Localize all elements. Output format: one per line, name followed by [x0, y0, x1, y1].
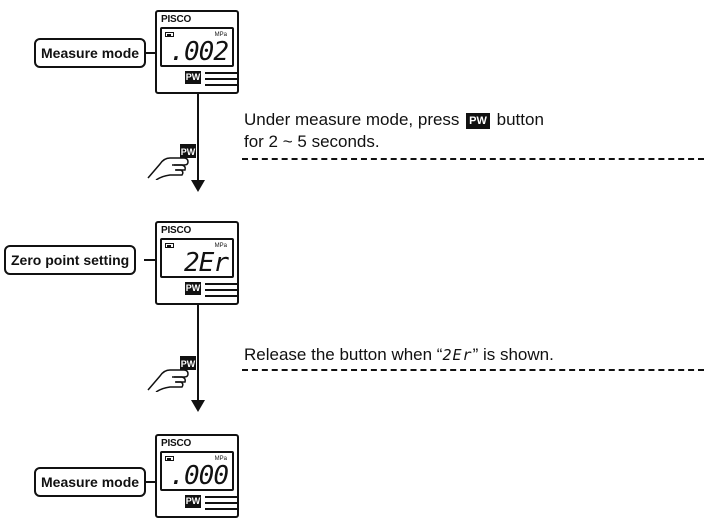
- brand-logo: PISCO: [161, 225, 192, 236]
- grip-stripe: [205, 507, 239, 510]
- lcd-display: MPa .000: [160, 451, 234, 491]
- unit-label: MPa: [214, 32, 227, 38]
- lcd-display: MPa .002: [160, 27, 234, 67]
- brand-logo: PISCO: [161, 438, 192, 449]
- flow-arrow: [197, 305, 199, 401]
- instruction-step2: Release the button when “2Er” is shown.: [244, 344, 554, 366]
- pressure-gauge-device: PISCO MPa .000 PW: [155, 434, 239, 518]
- pw-button[interactable]: PW: [185, 282, 201, 295]
- pressure-gauge-device: PISCO MPa .002 PW: [155, 10, 239, 94]
- pw-button[interactable]: PW: [185, 71, 201, 84]
- instruction-step1: Under measure mode, press PW button for …: [244, 109, 544, 153]
- flow-arrow: [197, 94, 199, 182]
- grip-stripe: [205, 288, 239, 291]
- unit-label: MPa: [214, 456, 227, 462]
- svg-text:PW: PW: [181, 147, 196, 157]
- lcd-display: MPa 2Er: [160, 238, 234, 278]
- lcd-readout: .002: [169, 37, 229, 67]
- measure-mode-label: Measure mode: [34, 38, 147, 68]
- pressure-gauge-device: PISCO MPa 2Er PW: [155, 221, 239, 305]
- instruction-text: for 2 ~ 5 seconds.: [244, 132, 380, 151]
- grip-stripe: [205, 71, 239, 74]
- battery-icon: [165, 243, 174, 248]
- pressing-hand-icon: PW: [147, 144, 196, 180]
- instruction-text: button: [496, 110, 544, 129]
- label-connector: [145, 481, 157, 483]
- arrow-head-icon: [191, 180, 205, 192]
- grip-stripe: [205, 77, 239, 80]
- grip-stripe: [205, 495, 239, 498]
- label-connector: [145, 52, 157, 54]
- grip-stripe: [205, 282, 239, 285]
- zer-code: 2Er: [442, 346, 473, 364]
- grip-stripe: [205, 501, 239, 504]
- battery-icon: [165, 32, 174, 37]
- instruction-text: Under measure mode, press: [244, 110, 460, 129]
- instruction-text: Release the button when “: [244, 345, 443, 364]
- dashed-divider: [242, 369, 704, 371]
- instruction-text: ” is shown.: [472, 345, 554, 364]
- brand-logo: PISCO: [161, 14, 192, 25]
- label-connector: [144, 259, 157, 261]
- arrow-head-icon: [191, 400, 205, 412]
- zero-point-setting-label: Zero point setting: [4, 245, 137, 275]
- lcd-readout: .000: [169, 461, 229, 491]
- grip-stripe: [205, 294, 239, 297]
- pw-button[interactable]: PW: [185, 495, 201, 508]
- svg-text:PW: PW: [181, 359, 196, 369]
- grip-stripe: [205, 83, 239, 86]
- pressing-hand-icon: PW: [147, 356, 196, 392]
- battery-icon: [165, 456, 174, 461]
- unit-label: MPa: [214, 243, 227, 249]
- lcd-readout: 2Er: [184, 248, 229, 278]
- pw-key-icon: PW: [466, 113, 490, 129]
- dashed-divider: [242, 158, 704, 160]
- measure-mode-label: Measure mode: [34, 467, 147, 497]
